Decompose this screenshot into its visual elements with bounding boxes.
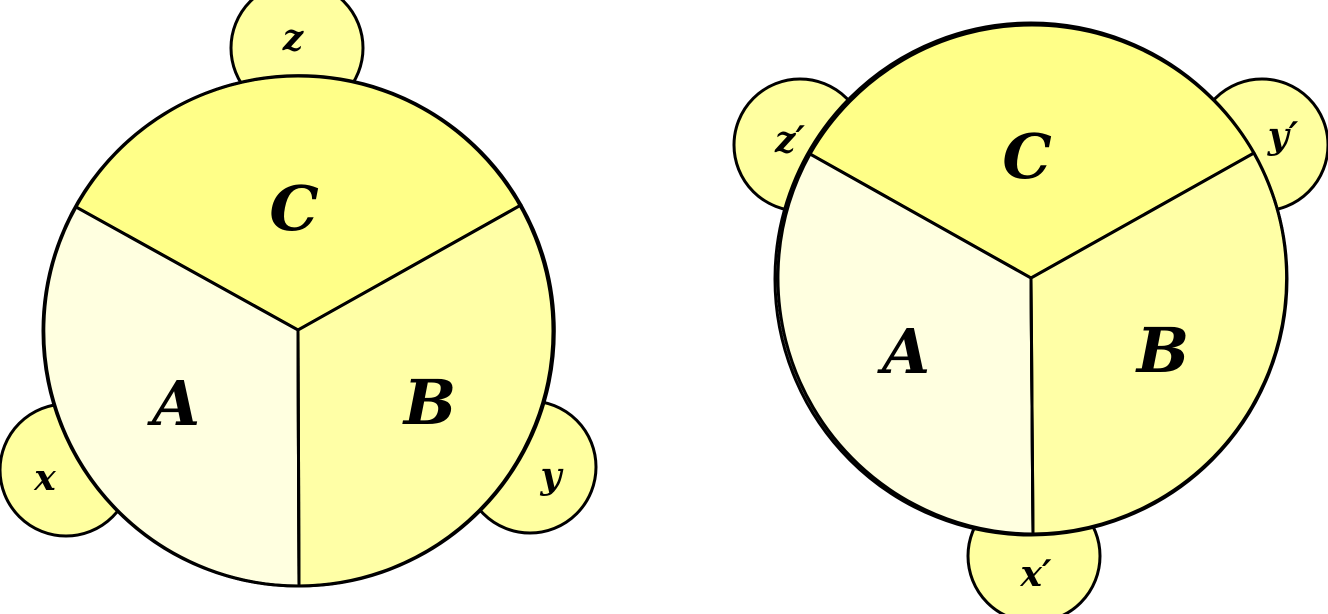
label-c: C bbox=[269, 172, 318, 245]
label-x-prime: x′ bbox=[1020, 553, 1052, 595]
divider-ca-prime bbox=[808, 152, 1033, 280]
label-z-prime: z′ bbox=[774, 119, 805, 161]
main-circle-outline bbox=[41, 74, 555, 588]
label-y-prime: y′ bbox=[1267, 115, 1299, 157]
region-a-prime bbox=[776, 152, 1035, 536]
label-b-prime: B bbox=[1135, 314, 1189, 387]
diagram-1: C A B z x y bbox=[0, 0, 598, 588]
label-a-prime: A bbox=[877, 315, 930, 388]
label-z: z bbox=[282, 17, 305, 59]
label-c-prime: C bbox=[1002, 120, 1051, 193]
divider-ab bbox=[296, 328, 301, 588]
label-y: y bbox=[540, 455, 564, 497]
label-a: A bbox=[147, 367, 200, 440]
label-b: B bbox=[402, 366, 456, 439]
divider-ab-prime bbox=[1029, 276, 1035, 536]
divider-cb-prime bbox=[1029, 151, 1256, 280]
divider-cb bbox=[296, 203, 523, 332]
diagram-2: C A B z′ y′ x′ bbox=[732, 21, 1328, 614]
main-circle-prime-outline bbox=[773, 21, 1289, 537]
divider-ca bbox=[74, 205, 300, 332]
label-x: x bbox=[33, 457, 56, 499]
